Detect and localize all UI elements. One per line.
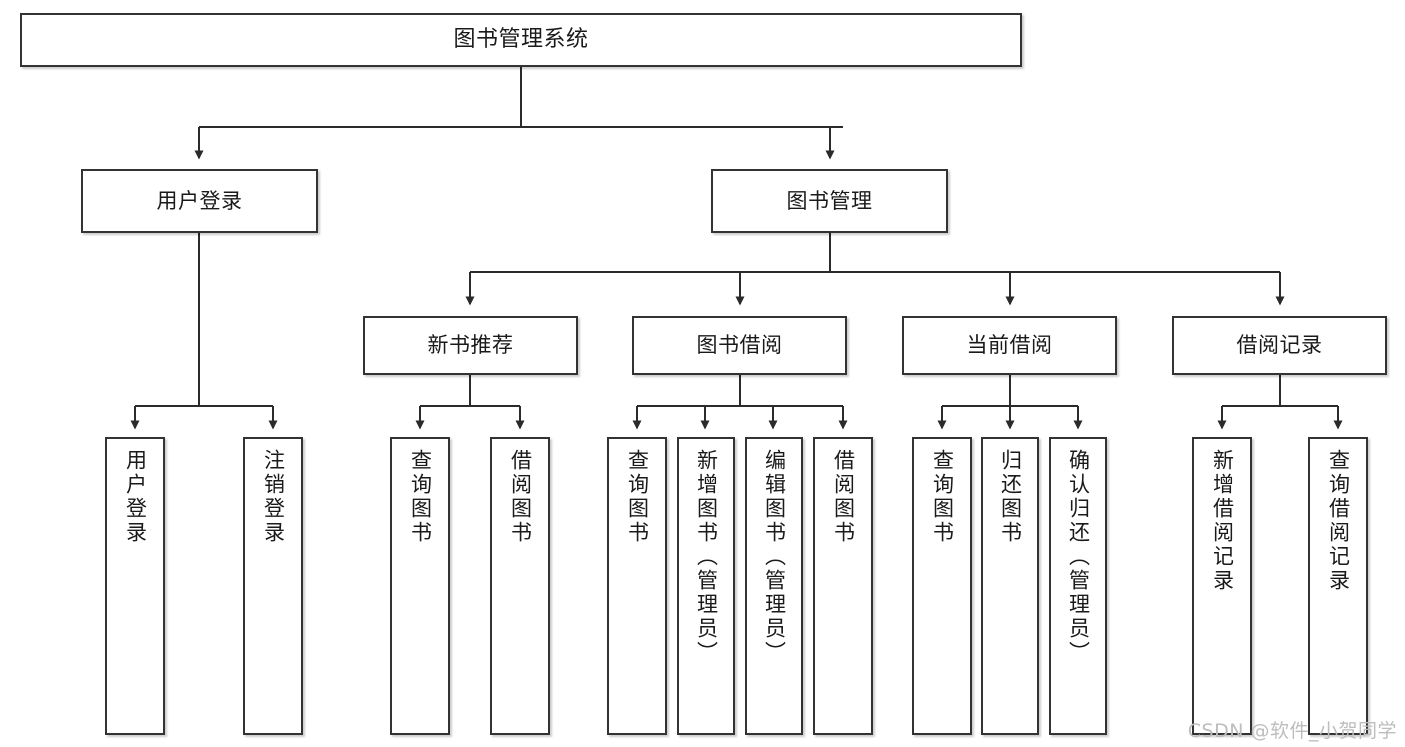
node-leaf-query-book-1-label: 查询图书 bbox=[408, 449, 433, 545]
node-new-book-rec[interactable]: 新书推荐 bbox=[363, 316, 578, 375]
node-leaf-query-record[interactable]: 查询借阅记录 bbox=[1308, 437, 1368, 735]
node-user-login[interactable]: 用户登录 bbox=[81, 169, 318, 233]
node-leaf-query-book-1[interactable]: 查询图书 bbox=[390, 437, 450, 735]
node-current-borrow-label: 当前借阅 bbox=[966, 333, 1053, 358]
node-leaf-borrow-book-1[interactable]: 借阅图书 bbox=[490, 437, 550, 735]
node-leaf-query-book-2-label: 查询图书 bbox=[625, 449, 650, 545]
node-leaf-user-login-label: 用户登录 bbox=[123, 449, 148, 545]
node-leaf-add-record[interactable]: 新增借阅记录 bbox=[1192, 437, 1252, 735]
node-leaf-borrow-book-1-label: 借阅图书 bbox=[508, 449, 533, 545]
node-leaf-return-book[interactable]: 归还图书 bbox=[981, 437, 1039, 735]
node-book-manage-label: 图书管理 bbox=[786, 188, 873, 213]
node-leaf-confirm-return-label: 确认归还（管理员） bbox=[1066, 449, 1091, 665]
node-leaf-confirm-return[interactable]: 确认归还（管理员） bbox=[1049, 437, 1107, 735]
node-new-book-rec-label: 新书推荐 bbox=[427, 333, 514, 358]
node-user-login-label: 用户登录 bbox=[156, 188, 243, 213]
node-root[interactable]: 图书管理系统 bbox=[20, 13, 1022, 67]
node-borrow-record-label: 借阅记录 bbox=[1236, 333, 1323, 358]
node-leaf-borrow-book-2[interactable]: 借阅图书 bbox=[813, 437, 873, 735]
node-leaf-edit-book[interactable]: 编辑图书（管理员） bbox=[745, 437, 803, 735]
node-leaf-edit-book-label: 编辑图书（管理员） bbox=[762, 449, 787, 665]
node-leaf-query-record-label: 查询借阅记录 bbox=[1326, 449, 1351, 593]
node-leaf-return-book-label: 归还图书 bbox=[998, 449, 1023, 545]
node-leaf-add-book[interactable]: 新增图书（管理员） bbox=[677, 437, 735, 735]
node-leaf-borrow-book-2-label: 借阅图书 bbox=[831, 449, 856, 545]
node-leaf-user-login[interactable]: 用户登录 bbox=[105, 437, 165, 735]
node-leaf-logout-label: 注销登录 bbox=[261, 449, 286, 545]
node-leaf-query-book-3-label: 查询图书 bbox=[930, 449, 955, 545]
node-book-manage[interactable]: 图书管理 bbox=[711, 169, 948, 233]
node-leaf-logout[interactable]: 注销登录 bbox=[243, 437, 303, 735]
node-leaf-add-book-label: 新增图书（管理员） bbox=[694, 449, 719, 665]
node-borrow-record[interactable]: 借阅记录 bbox=[1172, 316, 1387, 375]
node-book-borrow[interactable]: 图书借阅 bbox=[632, 316, 847, 375]
node-leaf-query-book-3[interactable]: 查询图书 bbox=[912, 437, 972, 735]
node-book-borrow-label: 图书借阅 bbox=[696, 333, 783, 358]
node-root-label: 图书管理系统 bbox=[453, 27, 589, 53]
node-leaf-query-book-2[interactable]: 查询图书 bbox=[607, 437, 667, 735]
node-current-borrow[interactable]: 当前借阅 bbox=[902, 316, 1117, 375]
node-leaf-add-record-label: 新增借阅记录 bbox=[1210, 449, 1235, 593]
